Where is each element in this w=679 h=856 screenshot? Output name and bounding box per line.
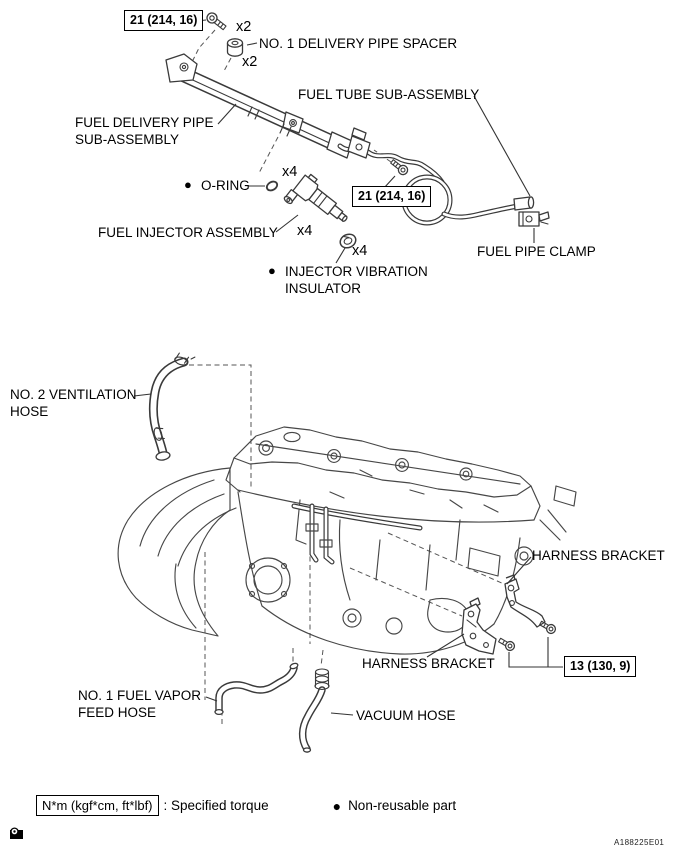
non-reusable-bullet-legend: ● bbox=[332, 797, 342, 814]
ventilation-hose-drawing bbox=[148, 352, 196, 461]
injector-insulator-icon bbox=[339, 233, 357, 249]
figure-code: A188225E01 bbox=[614, 838, 665, 847]
bracket-bolt-upper-icon bbox=[539, 620, 557, 635]
legend: N*m (kgf*cm, ft*lbf) : Specified torque … bbox=[36, 795, 456, 816]
fuel-injector-drawing bbox=[283, 173, 348, 222]
fuel-tube-bolt-icon bbox=[390, 159, 409, 176]
qty-oring: x4 bbox=[282, 164, 298, 180]
label-fuel-delivery-pipe: FUEL DELIVERY PIPE SUB-ASSEMBLY bbox=[75, 115, 214, 147]
bracket-bolt-lower-icon bbox=[498, 637, 516, 652]
torque-spec-fuel-tube: 21 (214, 16) bbox=[352, 186, 432, 207]
label-fuel-injector: FUEL INJECTOR ASSEMBLY bbox=[98, 225, 278, 240]
legend-non-reusable: Non-reusable part bbox=[348, 797, 457, 813]
harness-bracket-lower-drawing bbox=[461, 597, 497, 655]
page-marker-icon bbox=[10, 827, 23, 839]
label-vacuum-hose: VACUUM HOSE bbox=[356, 708, 456, 723]
delivery-pipe-bolt-icon bbox=[206, 12, 227, 31]
legend-torque-desc: : Specified torque bbox=[163, 797, 269, 813]
label-delivery-pipe-spacer: NO. 1 DELIVERY PIPE SPACER bbox=[259, 36, 458, 51]
vacuum-hose-drawing bbox=[298, 668, 330, 753]
upper-leader-lines bbox=[195, 19, 535, 264]
non-reusable-bullet-insulator: ● bbox=[268, 263, 276, 278]
delivery-pipe-spacer-icon bbox=[226, 38, 244, 57]
harness-bracket-upper-drawing bbox=[504, 574, 546, 628]
legend-torque-unit-box: N*m (kgf*cm, ft*lbf) bbox=[36, 795, 159, 816]
torque-spec-bracket: 13 (130, 9) bbox=[564, 656, 637, 677]
o-ring-icon bbox=[265, 180, 279, 192]
vapor-hose-drawing bbox=[214, 662, 299, 716]
torque-spec-delivery-pipe: 21 (214, 16) bbox=[124, 10, 204, 31]
label-o-ring: O-RING bbox=[201, 178, 250, 193]
fuel-tube-drawing bbox=[337, 127, 535, 226]
qty-insulator: x4 bbox=[352, 243, 368, 259]
fuel-pipe-clamp-icon bbox=[518, 211, 550, 227]
label-harness-bracket-lower: HARNESS BRACKET bbox=[362, 656, 495, 671]
lower-engine-view bbox=[117, 352, 577, 753]
engine-assembly-drawing bbox=[117, 426, 577, 655]
label-ventilation-hose: NO. 2 VENTILATION HOSE bbox=[10, 387, 137, 419]
non-reusable-bullet-oring: ● bbox=[184, 177, 192, 192]
label-harness-bracket-upper: HARNESS BRACKET bbox=[532, 548, 665, 563]
lower-leader-lines bbox=[133, 393, 563, 716]
label-injector-insulator: INJECTOR VIBRATION INSULATOR bbox=[285, 264, 428, 296]
qty-bolt-top: x2 bbox=[236, 19, 252, 35]
qty-injector: x4 bbox=[297, 223, 313, 239]
upper-exploded-view bbox=[165, 12, 550, 264]
label-fuel-pipe-clamp: FUEL PIPE CLAMP bbox=[477, 244, 596, 259]
label-fuel-tube: FUEL TUBE SUB-ASSEMBLY bbox=[298, 87, 480, 102]
qty-spacer: x2 bbox=[242, 54, 258, 70]
label-vapor-hose: NO. 1 FUEL VAPOR FEED HOSE bbox=[78, 688, 202, 720]
